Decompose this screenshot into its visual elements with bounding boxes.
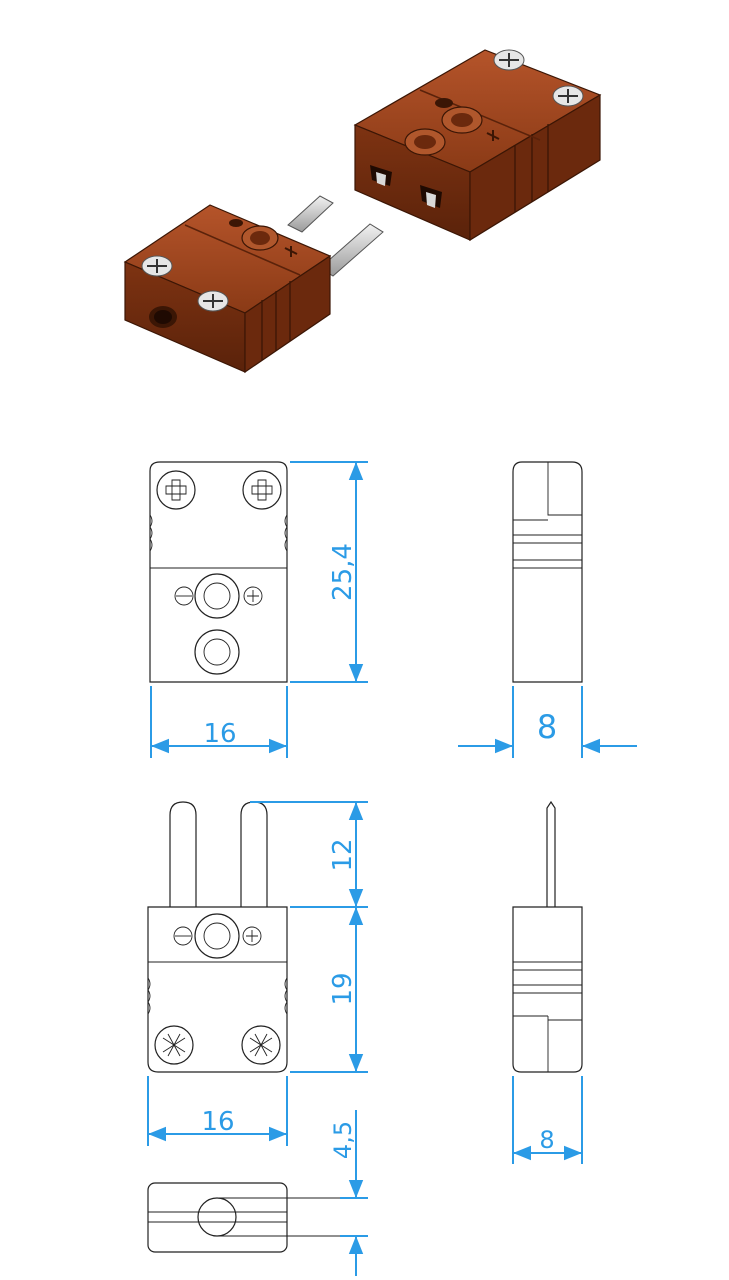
dimension-label-female-depth: 8 bbox=[537, 708, 557, 746]
screw-icon bbox=[242, 470, 282, 510]
dimension-male-depth: 8 bbox=[512, 1076, 583, 1164]
dimension-label-female-height: 25,4 bbox=[328, 543, 358, 601]
dimension-male-width: 16 bbox=[147, 1076, 288, 1146]
female-connector-illustration bbox=[353, 49, 602, 242]
male-connector-illustration bbox=[123, 195, 384, 374]
screw-icon bbox=[141, 255, 173, 277]
dimension-cable-hole: 4,5 bbox=[329, 1110, 368, 1276]
male-front-view bbox=[147, 801, 288, 1073]
dimension-male-height: 19 bbox=[290, 907, 368, 1073]
dimension-label-male-height: 19 bbox=[328, 972, 358, 1005]
screw-icon bbox=[197, 290, 229, 312]
dimension-female-height: 25,4 bbox=[290, 461, 368, 683]
screw-icon bbox=[154, 1025, 194, 1065]
dimension-female-width: 16 bbox=[150, 686, 288, 758]
dimension-pin-length: 12 bbox=[250, 801, 368, 908]
screw-icon bbox=[241, 1025, 281, 1065]
dimension-female-depth: 8 bbox=[458, 686, 637, 758]
female-side-view bbox=[512, 461, 583, 683]
screw-icon bbox=[552, 85, 584, 107]
dimension-label-cable-hole: 4,5 bbox=[329, 1121, 357, 1159]
screw-icon bbox=[156, 470, 196, 510]
male-bottom-view bbox=[147, 1182, 350, 1253]
male-side-view bbox=[512, 800, 583, 1073]
dimension-label-female-width: 16 bbox=[203, 719, 236, 749]
female-front-view bbox=[149, 461, 288, 683]
dimension-label-pin-length: 12 bbox=[328, 838, 358, 871]
screw-icon bbox=[493, 49, 525, 71]
dimension-label-male-depth: 8 bbox=[539, 1126, 554, 1154]
dimension-label-male-width: 16 bbox=[201, 1107, 234, 1137]
